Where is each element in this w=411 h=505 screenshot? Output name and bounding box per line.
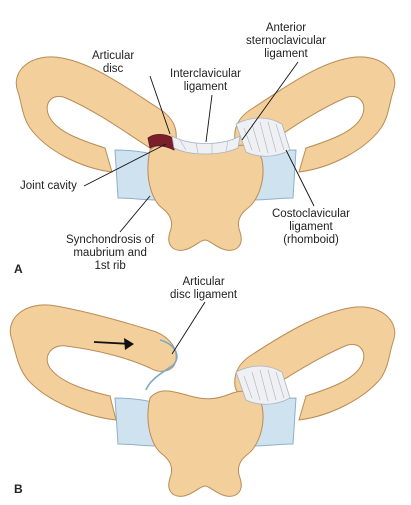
label-disc-ligament-line2: disc ligament: [170, 289, 238, 301]
label-articular-disc-line1: Articular: [92, 50, 135, 62]
leader-articular-disc-ligament: [171, 301, 206, 355]
leader-joint-cavity: [83, 143, 167, 187]
left-clavicle: [15, 56, 177, 173]
label-joint-cavity-line1: Joint cavity: [20, 180, 77, 192]
right-clavicle-b: [234, 306, 396, 421]
articular-disc-ligament-loop: [145, 339, 178, 391]
panel-a-illustration: [15, 56, 396, 251]
label-synchondrosis-line1: Synchondrosis of: [66, 234, 155, 246]
label-costoclavicular-line1: Costoclavicular: [272, 208, 350, 220]
label-anterior-line2: sternoclavicular: [246, 35, 326, 47]
label-synchondrosis-line2: maubrium and: [73, 247, 147, 259]
interclavicular-ligament-band: [171, 135, 241, 155]
leader-anterior-sternoclavicular: [241, 61, 299, 141]
label-articular-disc-line2: disc: [102, 63, 124, 75]
articular-disc: [147, 134, 177, 151]
leader-costoclavicular: [285, 149, 315, 207]
ligament-striations-b: [243, 369, 285, 402]
manubrium-b: [147, 390, 264, 497]
label-interclavicular-line1: Interclavicular: [170, 68, 241, 80]
label-costoclavicular-ligament: Costoclavicular ligament (rhomboid): [272, 208, 350, 247]
left-clavicle-displaced: [9, 304, 177, 421]
leader-interclavicular: [205, 94, 213, 143]
label-interclavicular-ligament: Interclavicular ligament: [170, 68, 241, 94]
label-anterior-line1: Anterior: [265, 22, 307, 34]
label-synchondrosis: Synchondrosis of maubrium and 1st rib: [66, 234, 154, 273]
leader-synchondrosis: [119, 195, 151, 233]
leader-lines: [83, 61, 315, 355]
displacement-arrow-head: [124, 338, 134, 350]
label-disc-ligament-line1: Articular: [182, 276, 225, 288]
label-interclavicular-line2: ligament: [183, 81, 228, 93]
label-joint-cavity: Joint cavity: [20, 180, 77, 193]
right-clavicle: [234, 56, 396, 173]
label-costoclavicular-line2: ligament: [289, 221, 333, 233]
panel-b-illustration: [9, 304, 396, 497]
panel-letter-b: B: [14, 482, 23, 496]
label-costoclavicular-line3: (rhomboid): [283, 234, 339, 246]
manubrium: [147, 144, 264, 251]
label-articular-disc-ligament: Articular disc ligament: [170, 276, 237, 302]
panel-letter-a: A: [14, 262, 23, 276]
label-synchondrosis-line3: 1st rib: [94, 260, 126, 272]
ligament-striations: [179, 121, 285, 154]
label-anterior-sternoclavicular-ligament: Anterior sternoclavicular ligament: [246, 22, 326, 61]
right-sternoclavicular-ligament-fibers: [235, 117, 291, 157]
label-articular-disc: Articular disc: [92, 50, 134, 76]
right-ligament-fibers-b: [235, 365, 291, 405]
leader-articular-disc: [149, 75, 171, 135]
label-anterior-line3: ligament: [264, 48, 308, 60]
